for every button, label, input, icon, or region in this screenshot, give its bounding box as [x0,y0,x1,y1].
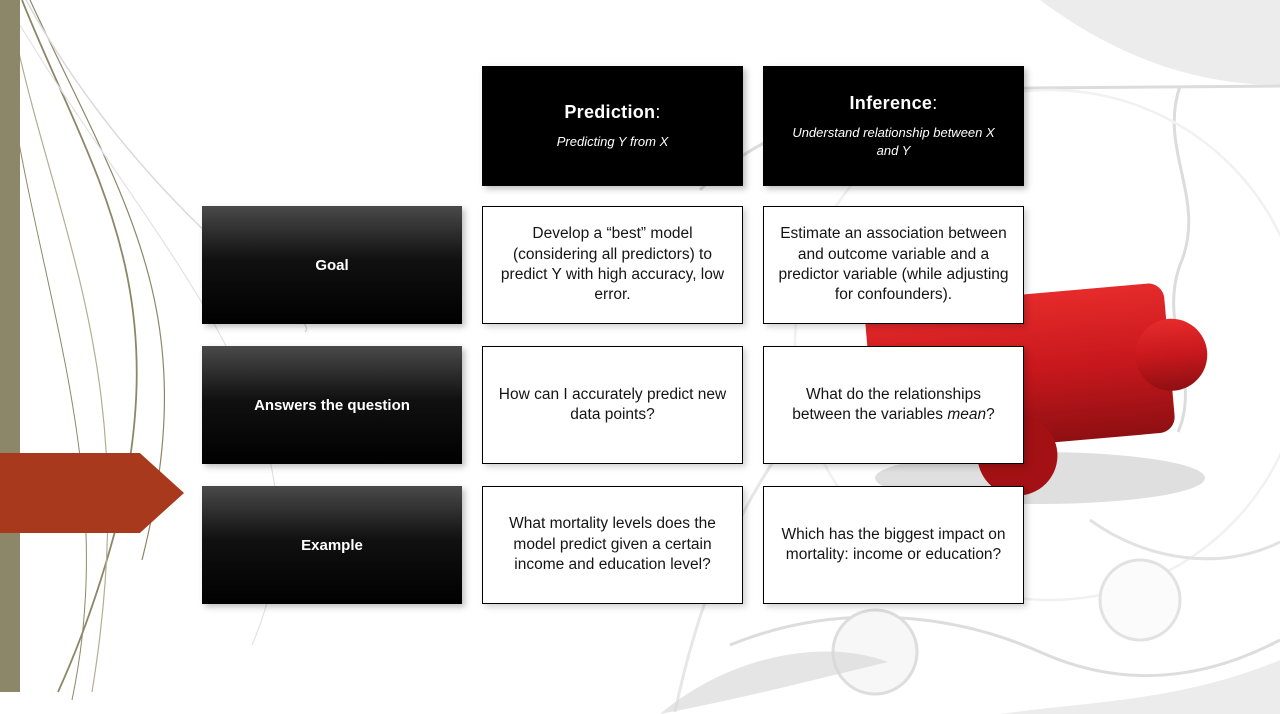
row-header-goal: Goal [202,206,462,324]
inference-header-title: Inference: [849,92,938,113]
puzzle-gray-pieces [660,0,1280,714]
prediction-header-subtitle: Predicting Y from X [556,133,669,149]
inference-header-subtitle: Understand relationship between X and Y [792,124,995,158]
left-accent-bar [0,0,20,692]
cell-example-inference: Which has the biggest impact on mortalit… [763,486,1024,604]
cell-answers-prediction: How can I accurately predict new data po… [482,346,743,464]
answers-inference-text: What do the relationships between the va… [792,385,995,423]
column-header-prediction: Prediction: Predicting Y from X [482,66,743,186]
prediction-header-title: Prediction: [564,101,661,122]
row-header-example: Example [202,486,462,604]
cell-goal-inference: Estimate an association between and outc… [763,206,1024,324]
red-arrow-shape [0,453,184,533]
column-header-inference: Inference: Understand relationship betwe… [763,66,1024,186]
cell-example-prediction: What mortality levels does the model pre… [482,486,743,604]
cell-goal-prediction: Develop a “best” model (considering all … [482,206,743,324]
cell-answers-inference: What do the relationships between the va… [763,346,1024,464]
row-header-answers-the-question: Answers the question [202,346,462,464]
